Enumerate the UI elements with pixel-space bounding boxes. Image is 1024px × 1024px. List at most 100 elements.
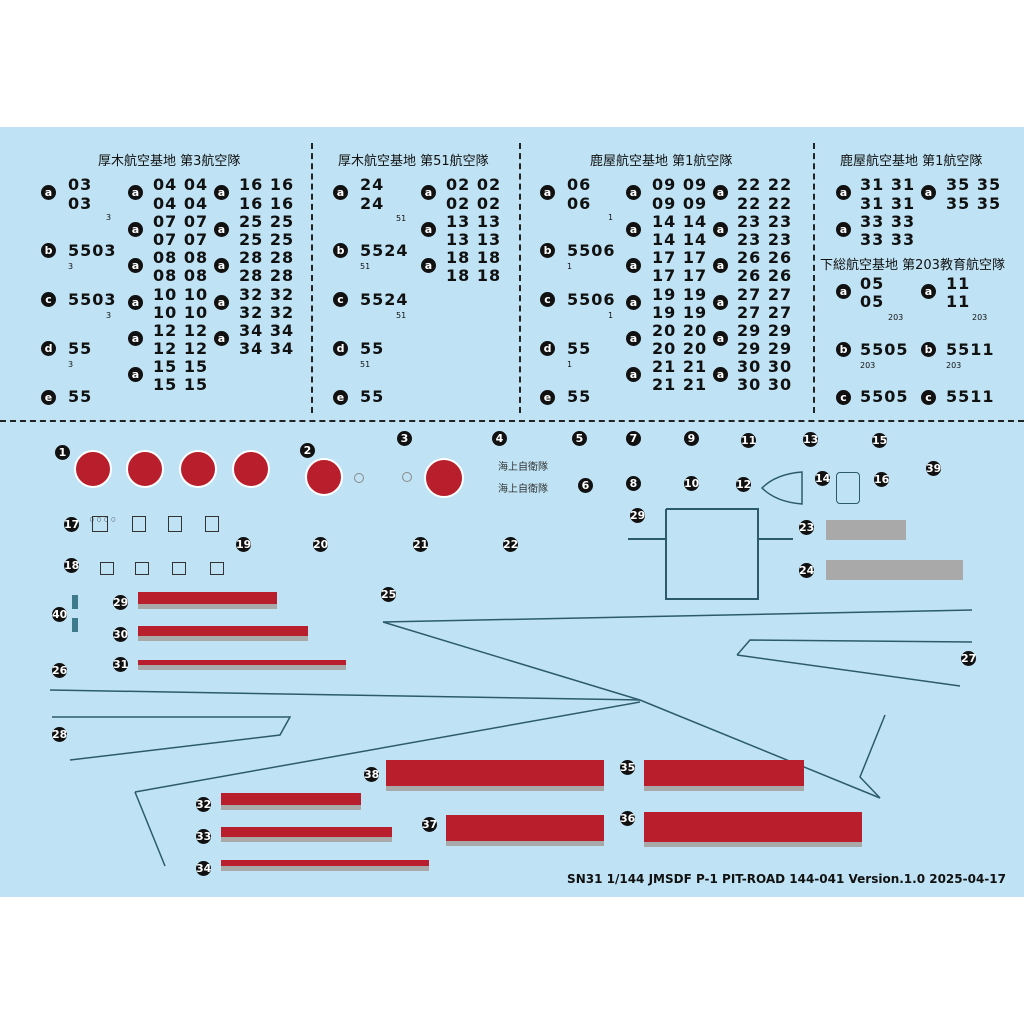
number: 24 bbox=[360, 194, 385, 213]
marker-19: 19 bbox=[236, 537, 252, 552]
badge-a: a bbox=[836, 185, 851, 200]
marker-20: 20 bbox=[313, 537, 329, 552]
marker-40: 40 bbox=[52, 607, 68, 622]
badge-a: a bbox=[713, 185, 728, 200]
subscript: 3 bbox=[106, 213, 112, 222]
subscript: 3 bbox=[106, 311, 112, 320]
number: 19 19 bbox=[652, 303, 708, 322]
marker-28: 28 bbox=[52, 727, 68, 742]
badge-d: d bbox=[333, 341, 348, 356]
marker-38: 38 bbox=[364, 767, 380, 782]
number: 07 07 bbox=[153, 230, 209, 249]
hinomaru-roundel bbox=[179, 450, 217, 488]
badge-a: a bbox=[214, 295, 229, 310]
jmsdf-text: 海上自衛隊 bbox=[498, 484, 548, 495]
subscript: 1 bbox=[608, 311, 614, 320]
marker-17: 17 bbox=[64, 517, 80, 532]
subscript: 1 bbox=[567, 262, 573, 271]
jmsdf-text: 海上自衛隊 bbox=[498, 462, 548, 473]
badge-a: a bbox=[214, 185, 229, 200]
number: 21 21 bbox=[652, 375, 708, 394]
hinomaru-roundel bbox=[126, 450, 164, 488]
section-title-shimofusa-203: 下総航空基地 第203教育航空隊 bbox=[820, 258, 1005, 273]
stencil-box bbox=[132, 516, 146, 532]
number: 23 23 bbox=[737, 212, 793, 231]
small-roundel bbox=[402, 472, 412, 482]
marker-35: 35 bbox=[620, 760, 636, 775]
badge-a: a bbox=[626, 295, 641, 310]
badge-a: a bbox=[333, 185, 348, 200]
number: 55 bbox=[567, 339, 592, 358]
badge-a: a bbox=[41, 185, 56, 200]
section-title-atsugi-51: 厚木航空基地 第51航空隊 bbox=[338, 154, 489, 169]
number: 25 25 bbox=[239, 212, 295, 231]
subscript: 51 bbox=[360, 262, 371, 271]
number: 19 19 bbox=[652, 285, 708, 304]
red-stripe-33 bbox=[221, 827, 392, 842]
number: 09 09 bbox=[652, 175, 708, 194]
number: 55 bbox=[567, 387, 592, 406]
badge-a: a bbox=[626, 367, 641, 382]
number: 13 13 bbox=[446, 212, 502, 231]
panel-outline-29 bbox=[628, 508, 793, 600]
number: 06 bbox=[567, 194, 592, 213]
number: 32 32 bbox=[239, 285, 295, 304]
stencil-box bbox=[135, 562, 149, 575]
stencil-marks: ▢ ▢ ▢ ▢ bbox=[90, 516, 116, 523]
number: 21 21 bbox=[652, 357, 708, 376]
divider bbox=[813, 143, 815, 413]
number: 23 23 bbox=[737, 230, 793, 249]
number: 31 31 bbox=[860, 194, 916, 213]
grey-decal-23 bbox=[826, 520, 906, 540]
marker-39: 39 bbox=[926, 461, 942, 476]
number: 20 20 bbox=[652, 321, 708, 340]
number: 11 bbox=[946, 274, 971, 293]
badge-a: a bbox=[128, 295, 143, 310]
marker-24: 24 bbox=[799, 563, 815, 578]
marker-30: 30 bbox=[113, 627, 129, 642]
badge-e: e bbox=[540, 390, 555, 405]
number: 02 02 bbox=[446, 175, 502, 194]
number: 30 30 bbox=[737, 375, 793, 394]
badge-d: d bbox=[540, 341, 555, 356]
badge-a: a bbox=[836, 284, 851, 299]
subscript: 1 bbox=[608, 213, 614, 222]
stencil-box bbox=[172, 562, 186, 575]
marker-13: 13 bbox=[803, 432, 819, 447]
badge-a: a bbox=[626, 258, 641, 273]
badge-a: a bbox=[214, 331, 229, 346]
number: 5511 bbox=[946, 340, 995, 359]
badge-c: c bbox=[836, 390, 851, 405]
number: 5505 bbox=[860, 340, 909, 359]
marker-1: 1 bbox=[55, 445, 70, 460]
red-stripe-30 bbox=[138, 626, 308, 641]
badge-a: a bbox=[214, 222, 229, 237]
number: 35 35 bbox=[946, 194, 1002, 213]
badge-a: a bbox=[128, 258, 143, 273]
marker-29b: 29 bbox=[630, 508, 646, 523]
number: 05 bbox=[860, 274, 885, 293]
badge-a: a bbox=[626, 185, 641, 200]
marker-5: 5 bbox=[572, 431, 587, 446]
marker-12: 12 bbox=[736, 477, 752, 492]
number: 08 08 bbox=[153, 266, 209, 285]
hinomaru-roundel bbox=[232, 450, 270, 488]
number: 34 34 bbox=[239, 339, 295, 358]
red-stripe-32 bbox=[221, 793, 361, 810]
badge-a: a bbox=[713, 367, 728, 382]
number: 29 29 bbox=[737, 321, 793, 340]
number: 12 12 bbox=[153, 339, 209, 358]
number: 14 14 bbox=[652, 230, 708, 249]
marker-33: 33 bbox=[196, 829, 212, 844]
badge-d: d bbox=[41, 341, 56, 356]
number: 5511 bbox=[946, 387, 995, 406]
number: 55 bbox=[360, 387, 385, 406]
stencil-box bbox=[100, 562, 114, 575]
number: 26 26 bbox=[737, 266, 793, 285]
badge-b: b bbox=[540, 243, 555, 258]
hinomaru-roundel bbox=[74, 450, 112, 488]
walkway-lines bbox=[49, 609, 973, 867]
badge-a: a bbox=[836, 222, 851, 237]
badge-b: b bbox=[921, 342, 936, 357]
marker-32: 32 bbox=[196, 797, 212, 812]
